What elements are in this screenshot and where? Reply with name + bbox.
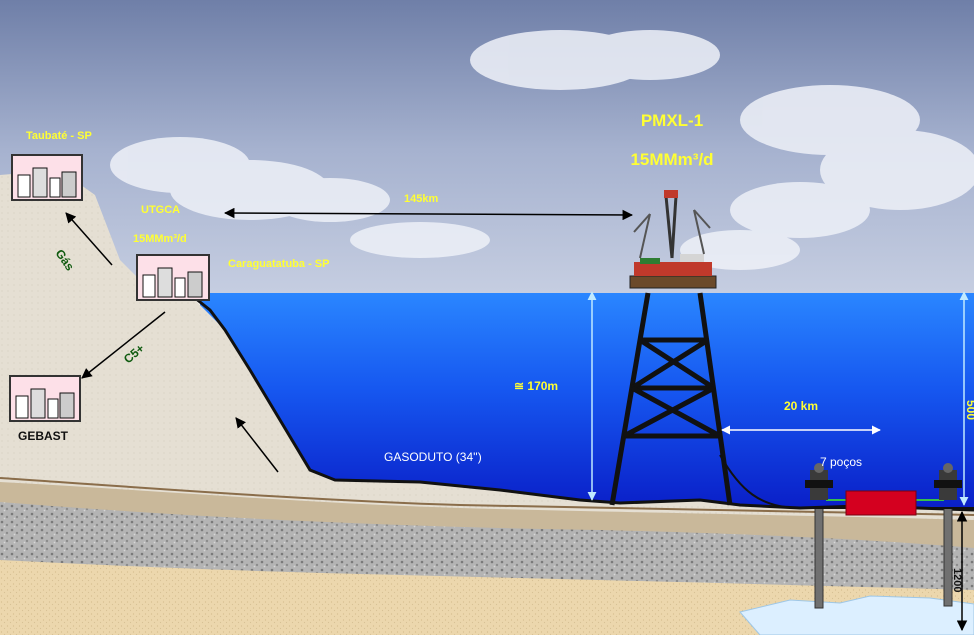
- reservoir: [739, 595, 974, 635]
- coastal-hill: [0, 170, 974, 520]
- sea: [200, 293, 974, 508]
- c5-flow-arrow: [81, 311, 166, 379]
- wellhead-1: [805, 463, 833, 500]
- platform-name: PMXL-1: [641, 111, 703, 130]
- clouds: [110, 30, 974, 270]
- reservoir-depth-label: 1200: [951, 568, 963, 592]
- taubate-building-icon: [11, 154, 83, 201]
- gebast-building-icon: [9, 375, 81, 422]
- flowline: [719, 454, 974, 509]
- stratum-line: [0, 477, 974, 516]
- platform-capacity: 15MMm³/d: [630, 150, 713, 169]
- distance-145km-arrow: [223, 207, 634, 221]
- well-casing-2: [943, 507, 953, 607]
- well-casing-1: [814, 507, 824, 609]
- taubate-label: Taubaté - SP: [26, 130, 92, 142]
- distance-145km-label: 145km: [404, 193, 438, 205]
- subsea-manifold: [845, 490, 917, 516]
- water-depth-label: ≅ 170m: [514, 379, 558, 393]
- seafloor-line: [194, 296, 974, 512]
- utgca-building-icon: [136, 254, 210, 301]
- pipeline-uphill-arrow: [235, 417, 279, 473]
- gebast-label: GEBAST: [18, 429, 69, 443]
- right-depth-label: 500: [964, 400, 974, 420]
- platform-jacket: [609, 292, 733, 506]
- rock-stratum: [0, 500, 974, 590]
- wellhead-2: [934, 463, 962, 500]
- pipeline-label: GASODUTO (34''): [384, 450, 482, 464]
- wells-count-label: 7 poços: [820, 455, 862, 469]
- utgca-label: UTGCA: [141, 204, 180, 216]
- gas-flow-arrow: [65, 212, 113, 266]
- caraguatatuba-label: Caraguatatuba - SP: [228, 258, 329, 270]
- platform-topsides: [629, 190, 717, 289]
- utgca-capacity: 15MMm³/d: [133, 233, 187, 245]
- distance-20km-label: 20 km: [784, 399, 818, 413]
